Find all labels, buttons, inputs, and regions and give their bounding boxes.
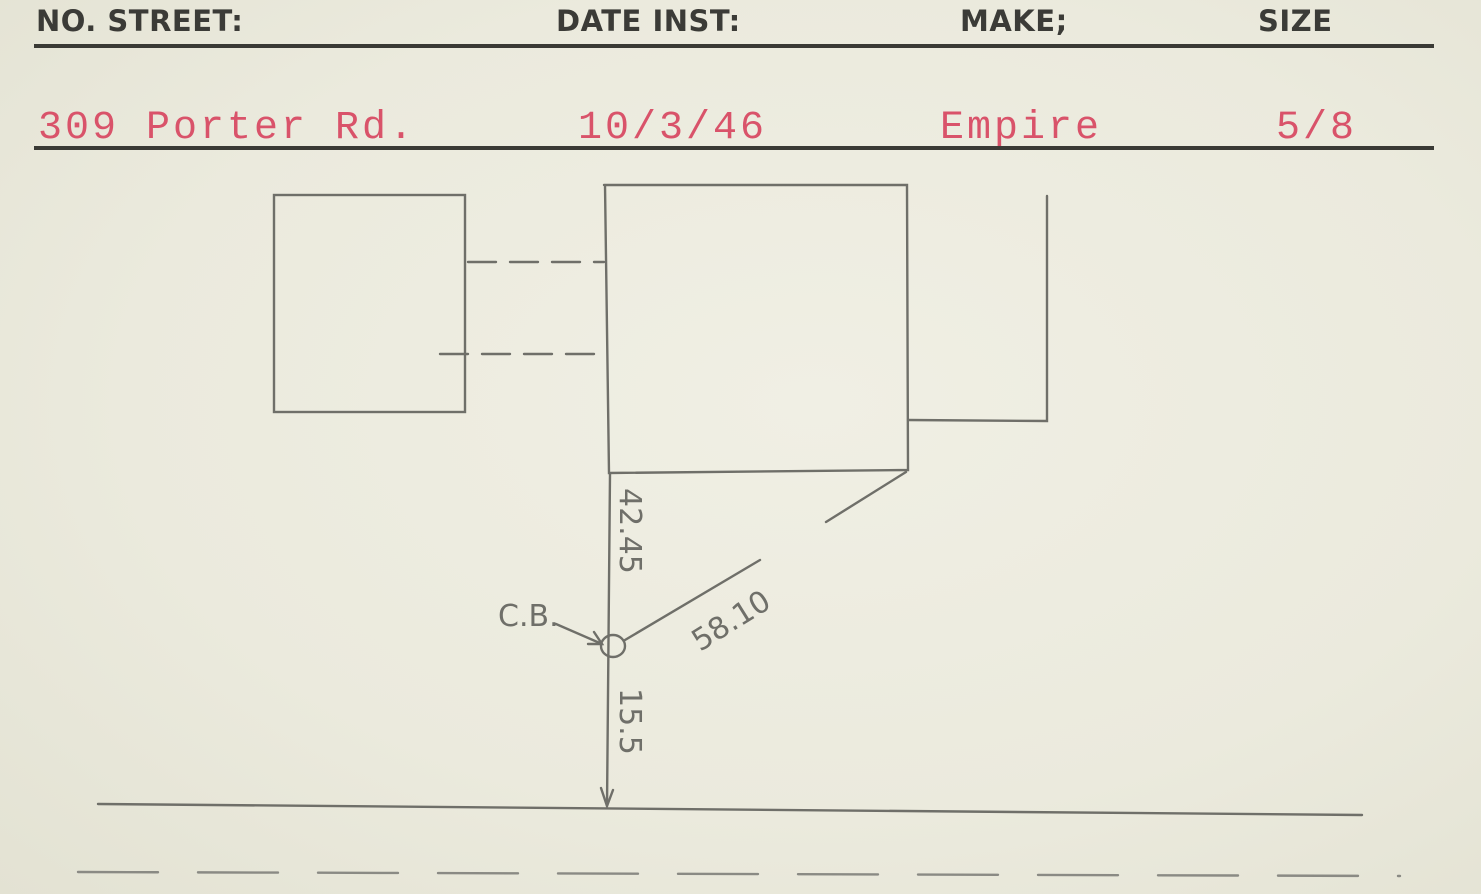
bottom-dashed-line (76, 870, 1402, 878)
curb-box-label: C.B. (498, 599, 559, 634)
street-line (96, 802, 1364, 817)
diagonal-line-lower (623, 558, 762, 642)
measure-house-label: 42.45 (612, 488, 647, 574)
street-arrow (599, 786, 615, 810)
size-label: SIZE (1258, 4, 1333, 38)
curb-box-pointer (554, 622, 604, 646)
size-value: 5/8 (1276, 106, 1358, 151)
make-value: Empire (940, 106, 1103, 151)
house-outline (602, 183, 910, 475)
service-line (605, 472, 612, 808)
wing-outline (906, 194, 1049, 423)
header-rule (34, 44, 1434, 48)
no-street-label: NO. STREET: (36, 4, 244, 38)
curb-box-circle (599, 633, 627, 659)
diagonal-line-upper (824, 470, 908, 524)
date-installed-value: 10/3/46 (578, 106, 768, 151)
curb-box-pointer-head (586, 630, 605, 646)
address-value: 309 Porter Rd. (38, 106, 417, 151)
measure-street-label: 15.5 (612, 688, 647, 755)
value-rule (34, 146, 1434, 150)
outbuilding-outline (272, 193, 467, 414)
make-label: MAKE; (960, 4, 1068, 38)
date-inst-label: DATE INST: (556, 4, 741, 38)
